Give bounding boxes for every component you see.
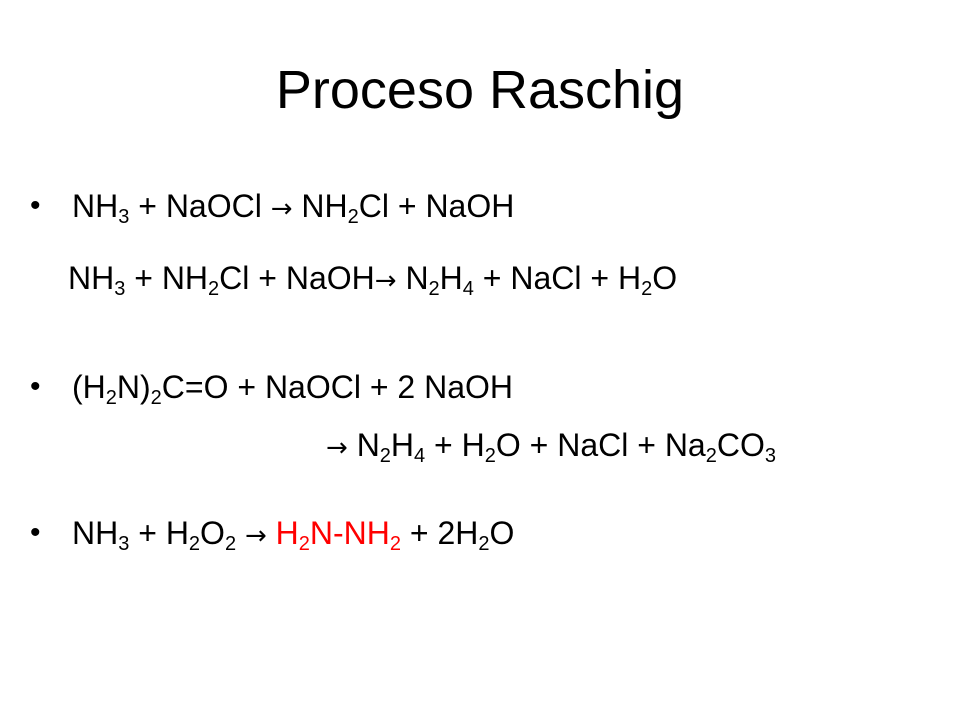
slide-title: Proceso Raschig [275, 60, 685, 120]
eq1b-text: + NH [125, 260, 209, 296]
eq2b-sub: 2 [484, 445, 496, 467]
eq3-text [236, 515, 245, 551]
reaction-arrow-icon: → [244, 521, 267, 551]
eq3-text: + 2H [400, 515, 479, 551]
eq2b-text: + H [425, 427, 485, 463]
eq2b-sub: 4 [414, 445, 426, 467]
eq1-sub: 2 [347, 206, 359, 228]
eq1-lhs-text: + NaOCl [129, 188, 271, 224]
eq2-sub: 2 [150, 387, 162, 409]
eq1-rhs-text: Cl + NaOH [358, 188, 515, 224]
bullet-1: • [30, 189, 41, 222]
hydrazine-text: H [266, 515, 299, 551]
eq1b-text: N [396, 260, 429, 296]
eq3-sub: 2 [188, 533, 201, 555]
equation-3: NH3 + H2O2 → H2N-NH2 + 2H2O [72, 513, 514, 556]
eq2-text: N) [116, 369, 151, 405]
eq1b-sub: 2 [641, 278, 653, 300]
eq3-text: + H [129, 515, 189, 551]
equation-2b: → N2H4 + H2O + NaCl + Na2CO3 [326, 425, 776, 468]
eq2b-text: O + NaCl + Na [495, 427, 706, 463]
eq2-text: (H [72, 369, 106, 405]
reaction-arrow-icon: → [326, 433, 348, 463]
equation-1b: NH3 + NH2Cl + NaOH→ N2H4 + NaCl + H2O [68, 258, 677, 301]
eq3-sub: 2 [224, 533, 237, 555]
eq3-sub: 2 [478, 533, 490, 555]
eq1-nh2: NH [292, 188, 348, 224]
reaction-arrow-icon: → [374, 266, 397, 296]
eq2-sub: 2 [105, 387, 117, 409]
equation-1: NH3 + NaOCl → NH2Cl + NaOH [72, 186, 514, 229]
eq1-sub: 3 [118, 206, 130, 228]
reaction-arrow-icon: → [270, 194, 293, 224]
eq1-nh: NH [72, 188, 119, 224]
hydrazine-text: N-NH [309, 515, 390, 551]
eq2b-sub: 3 [764, 445, 776, 467]
eq2b-sub: 2 [705, 445, 717, 467]
eq1b-text: + NaCl + H [473, 260, 642, 296]
eq1b-sub: 3 [114, 278, 126, 300]
eq1b-sub: 2 [208, 278, 220, 300]
eq3-text: O [489, 515, 515, 551]
eq1b-text: NH [68, 260, 115, 296]
equation-2: (H2N)2C=O + NaOCl + 2 NaOH [72, 367, 514, 409]
eq1b-text: H [439, 260, 463, 296]
eq2b-sub: 2 [379, 445, 391, 467]
eq1b-text: O [652, 260, 678, 296]
eq1b-text: Cl + NaOH [219, 260, 375, 296]
eq2b-text: N [347, 427, 380, 463]
eq2b-text: CO [716, 427, 765, 463]
eq2b-text: H [390, 427, 415, 463]
eq3-text: NH [72, 515, 119, 551]
eq2-text: C=O + NaOCl + 2 NaOH [161, 369, 514, 405]
hydrazine-product: H2N-NH2 [266, 515, 401, 554]
hydrazine-sub: 2 [389, 533, 401, 555]
hydrazine-sub: 2 [298, 533, 310, 555]
bullet-3: • [30, 516, 41, 549]
bullet-2: • [30, 370, 41, 403]
eq1b-sub: 4 [462, 278, 474, 300]
eq3-text: O [200, 515, 225, 551]
eq1b-sub: 2 [428, 278, 440, 300]
eq3-sub: 3 [118, 533, 130, 555]
